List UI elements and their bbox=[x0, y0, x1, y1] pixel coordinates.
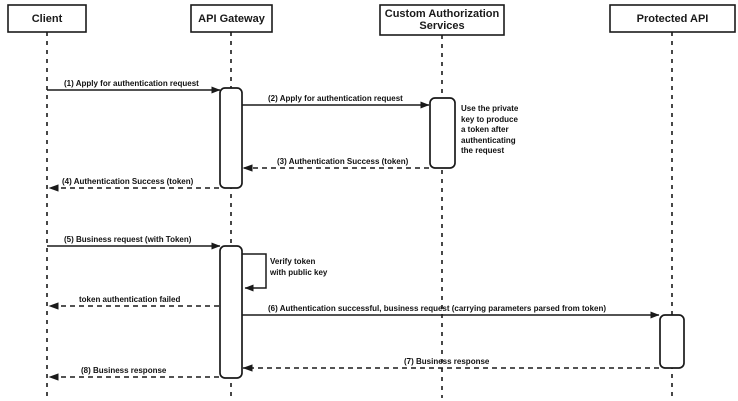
self-message-arrow-verify-token[interactable] bbox=[242, 253, 267, 292]
lifeline-box-custom-authorization-services[interactable] bbox=[379, 4, 505, 36]
self-message-label-line2: with public key bbox=[270, 268, 328, 277]
lifeline-box-client[interactable] bbox=[7, 4, 87, 33]
lifeline-box-group bbox=[7, 4, 736, 36]
message-label-2: (2) Apply for authentication request bbox=[268, 94, 403, 103]
activation-bar-protected-api[interactable] bbox=[659, 314, 685, 369]
lifeline-box-api-gateway[interactable] bbox=[190, 4, 273, 33]
activation-bar-custom-authorization-services[interactable] bbox=[429, 97, 456, 169]
message-label-6: (6) Authentication successful, business … bbox=[268, 304, 607, 313]
message-label-8: (8) Business response bbox=[81, 366, 167, 375]
self-message-label-verify-token: Verify token with public key bbox=[270, 256, 327, 278]
message-label-1: (1) Apply for authentication request bbox=[64, 79, 199, 88]
message-label-4: (4) Authentication Success (token) bbox=[62, 177, 194, 186]
self-message-label-line1: Verify token bbox=[270, 257, 316, 266]
message-arrow-group bbox=[47, 86, 660, 381]
message-label-7: (7) Business response bbox=[404, 357, 490, 366]
message-label-3: (3) Authentication Success (token) bbox=[277, 157, 409, 166]
message-label-5: (5) Business request (with Token) bbox=[64, 235, 192, 244]
message-label-token-authentication-failed: token authentication failed bbox=[79, 295, 181, 304]
activation-bar-api-gateway-business[interactable] bbox=[219, 245, 243, 379]
activation-bar-api-gateway-auth[interactable] bbox=[219, 87, 243, 189]
lifeline-dashes-group bbox=[46, 32, 673, 398]
activation-bar-group bbox=[219, 87, 685, 379]
self-message-group bbox=[242, 253, 267, 292]
lifeline-box-protected-api[interactable] bbox=[609, 4, 736, 33]
note-private-key: Use the private key to produce a token a… bbox=[461, 104, 519, 155]
